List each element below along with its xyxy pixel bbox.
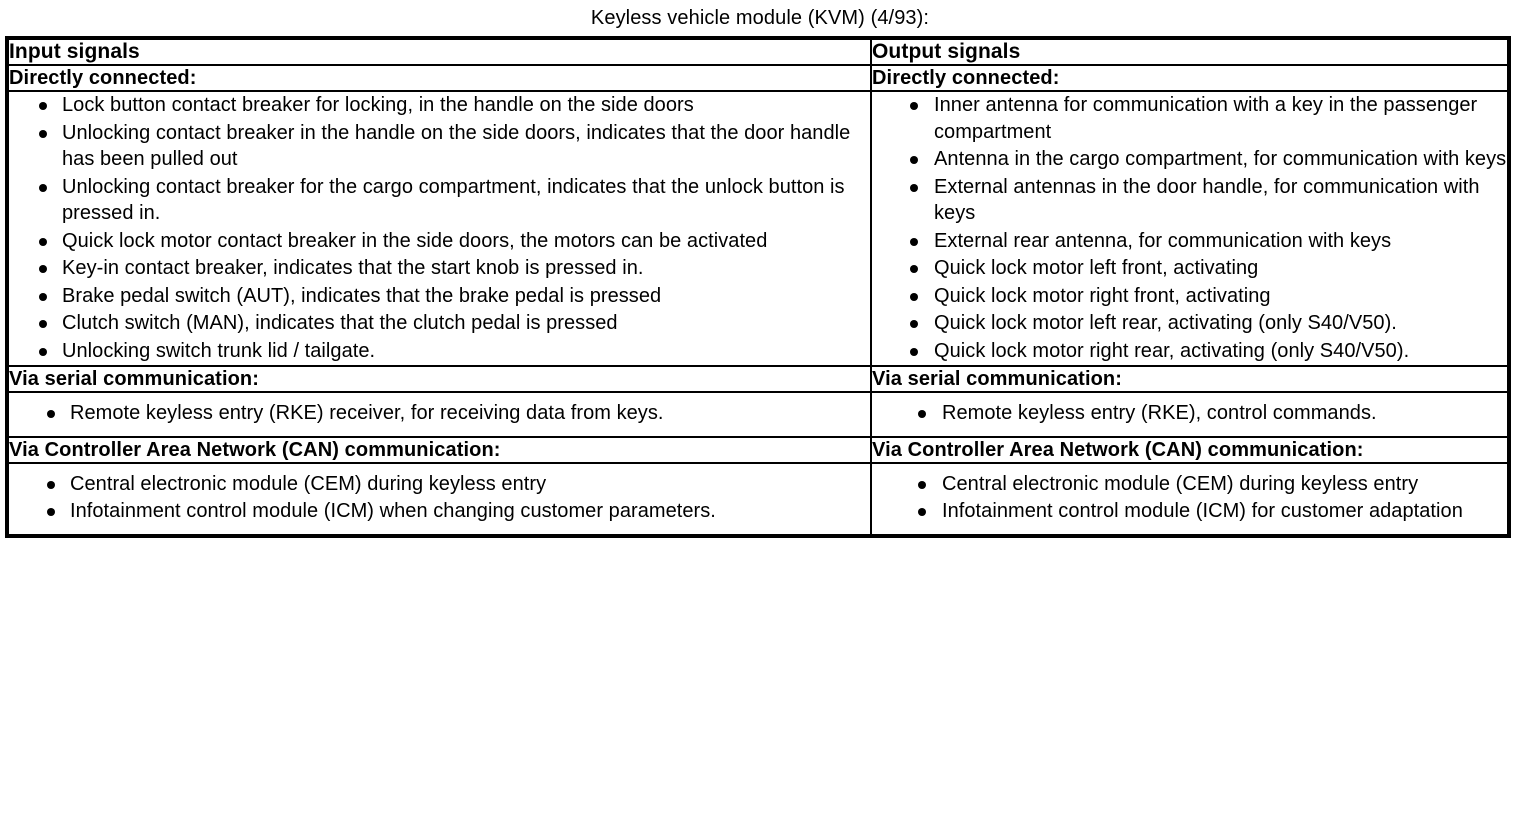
list-item: Quick lock motor right front, activating xyxy=(872,283,1507,310)
list-item: Remote keyless entry (RKE) receiver, for… xyxy=(17,400,862,427)
bullet-dot-icon xyxy=(47,480,55,489)
bullet-list: Central electronic module (CEM) during k… xyxy=(17,471,862,525)
list-item-text: Central electronic module (CEM) during k… xyxy=(942,472,1419,495)
subheading-right-directly-connected: Directly connected: xyxy=(870,64,1510,92)
subheading-right-via-can: Via Controller Area Network (CAN) commun… xyxy=(870,435,1510,464)
list-item-text: Quick lock motor left front, activating xyxy=(934,257,1259,279)
list-item-text: Brake pedal switch (AUT), indicates that… xyxy=(62,284,662,307)
bullet-dot-icon xyxy=(39,237,47,246)
list-item: Remote keyless entry (RKE), control comm… xyxy=(880,400,1499,427)
list-item-text: Infotainment control module (ICM) when c… xyxy=(70,500,716,522)
list-item: Infotainment control module (ICM) when c… xyxy=(17,498,862,525)
list-item: External antennas in the door handle, fo… xyxy=(872,174,1507,227)
list-item: Central electronic module (CEM) during k… xyxy=(880,471,1499,498)
page-title: Keyless vehicle module (KVM) (4/93): xyxy=(590,7,930,29)
list-left-via-serial: Remote keyless entry (RKE) receiver, for… xyxy=(6,391,872,438)
list-item-text: Unlocking contact breaker in the handle … xyxy=(62,121,851,171)
bullet-dot-icon xyxy=(47,410,55,418)
list-right-directly-connected: Inner antenna for communication with a k… xyxy=(870,90,1510,367)
bullet-dot-icon xyxy=(39,320,47,328)
list-item: Unlocking switch trunk lid / tailgate. xyxy=(9,338,870,365)
list-item: Quick lock motor left front, activating xyxy=(872,255,1507,282)
bullet-dot-icon xyxy=(910,347,918,356)
list-left-directly-connected: Lock button contact breaker for locking,… xyxy=(6,90,872,367)
section-heading-row-via-can: Via Controller Area Network (CAN) commun… xyxy=(6,435,1510,464)
signals-table: Input signals Output signals Directly co… xyxy=(5,36,1511,538)
section-body-row-via-serial: Remote keyless entry (RKE) receiver, for… xyxy=(6,391,1510,438)
bullet-dot-icon xyxy=(918,480,926,489)
list-item-text: Lock button contact breaker for locking,… xyxy=(62,94,694,116)
bullet-dot-icon xyxy=(910,265,918,273)
list-item: Quick lock motor right rear, activating … xyxy=(872,338,1507,365)
bullet-list: Remote keyless entry (RKE) receiver, for… xyxy=(17,400,862,427)
list-item-text: Unlocking switch trunk lid / tailgate. xyxy=(62,339,376,362)
section-heading-row-via-serial: Via serial communication: Via serial com… xyxy=(6,365,1510,393)
subheading-left-via-can: Via Controller Area Network (CAN) commun… xyxy=(6,435,872,464)
list-item-text: Clutch switch (MAN), indicates that the … xyxy=(62,312,618,334)
bullet-dot-icon xyxy=(910,237,918,246)
list-item: Inner antenna for communication with a k… xyxy=(872,92,1507,145)
list-item: Unlocking contact breaker for the cargo … xyxy=(9,174,870,227)
bullet-dot-icon xyxy=(39,183,47,192)
bullet-dot-icon xyxy=(39,292,47,301)
list-item-text: Quick lock motor right rear, activating … xyxy=(934,339,1410,362)
list-left-via-can: Central electronic module (CEM) during k… xyxy=(6,461,872,537)
bullet-dot-icon xyxy=(910,156,918,164)
table-header-row: Input signals Output signals xyxy=(6,37,1510,66)
list-item: Central electronic module (CEM) during k… xyxy=(17,471,862,498)
bullet-list: Remote keyless entry (RKE), control comm… xyxy=(880,400,1499,427)
bullet-list: Inner antenna for communication with a k… xyxy=(872,92,1507,364)
list-item-text: External antennas in the door handle, fo… xyxy=(934,175,1480,225)
list-item: External rear antenna, for communication… xyxy=(872,228,1507,255)
bullet-dot-icon xyxy=(910,102,918,110)
list-item: Key-in contact breaker, indicates that t… xyxy=(9,255,870,282)
list-item-text: Antenna in the cargo compartment, for co… xyxy=(934,148,1507,170)
list-item: Antenna in the cargo compartment, for co… xyxy=(872,146,1507,173)
list-item-text: Remote keyless entry (RKE), control comm… xyxy=(942,402,1377,424)
bullet-dot-icon xyxy=(39,265,47,273)
list-item: Clutch switch (MAN), indicates that the … xyxy=(9,310,870,337)
list-right-via-serial: Remote keyless entry (RKE), control comm… xyxy=(870,391,1510,438)
list-item-text: Key-in contact breaker, indicates that t… xyxy=(62,257,644,279)
bullet-dot-icon xyxy=(910,292,918,301)
list-item: Lock button contact breaker for locking,… xyxy=(9,92,870,119)
bullet-dot-icon xyxy=(910,320,918,328)
bullet-dot-icon xyxy=(39,129,47,138)
list-item-text: Infotainment control module (ICM) for cu… xyxy=(942,500,1463,522)
list-item: Brake pedal switch (AUT), indicates that… xyxy=(9,283,870,310)
list-item-text: Central electronic module (CEM) during k… xyxy=(70,472,547,495)
subheading-left-directly-connected: Directly connected: xyxy=(6,64,872,92)
bullet-list: Lock button contact breaker for locking,… xyxy=(9,92,870,364)
list-item-text: Inner antenna for communication with a k… xyxy=(934,94,1478,143)
list-item-text: Quick lock motor left rear, activating (… xyxy=(934,312,1397,334)
list-item-text: Remote keyless entry (RKE) receiver, for… xyxy=(70,402,664,424)
bullet-dot-icon xyxy=(39,102,47,110)
section-body-row-directly-connected: Lock button contact breaker for locking,… xyxy=(6,90,1510,367)
list-item-text: Quick lock motor right front, activating xyxy=(934,284,1271,307)
list-right-via-can: Central electronic module (CEM) during k… xyxy=(870,461,1510,537)
list-item: Unlocking contact breaker in the handle … xyxy=(9,120,870,173)
list-item: Quick lock motor left rear, activating (… xyxy=(872,310,1507,337)
header-output-signals: Output signals xyxy=(870,37,1510,66)
bullet-dot-icon xyxy=(47,508,55,516)
list-item-text: External rear antenna, for communication… xyxy=(934,229,1392,252)
bullet-dot-icon xyxy=(39,347,47,356)
section-heading-row-directly-connected: Directly connected: Directly connected: xyxy=(6,64,1510,92)
list-item: Quick lock motor contact breaker in the … xyxy=(9,228,870,255)
subheading-left-via-serial: Via serial communication: xyxy=(6,365,872,393)
subheading-right-via-serial: Via serial communication: xyxy=(870,365,1510,393)
list-item-text: Unlocking contact breaker for the cargo … xyxy=(62,175,845,225)
header-input-signals: Input signals xyxy=(6,37,872,66)
list-item-text: Quick lock motor contact breaker in the … xyxy=(62,229,768,252)
section-body-row-via-can: Central electronic module (CEM) during k… xyxy=(6,461,1510,537)
list-item: Infotainment control module (ICM) for cu… xyxy=(880,498,1499,525)
bullet-dot-icon xyxy=(918,508,926,516)
bullet-list: Central electronic module (CEM) during k… xyxy=(880,471,1499,525)
bullet-dot-icon xyxy=(910,183,918,192)
bullet-dot-icon xyxy=(918,410,926,418)
